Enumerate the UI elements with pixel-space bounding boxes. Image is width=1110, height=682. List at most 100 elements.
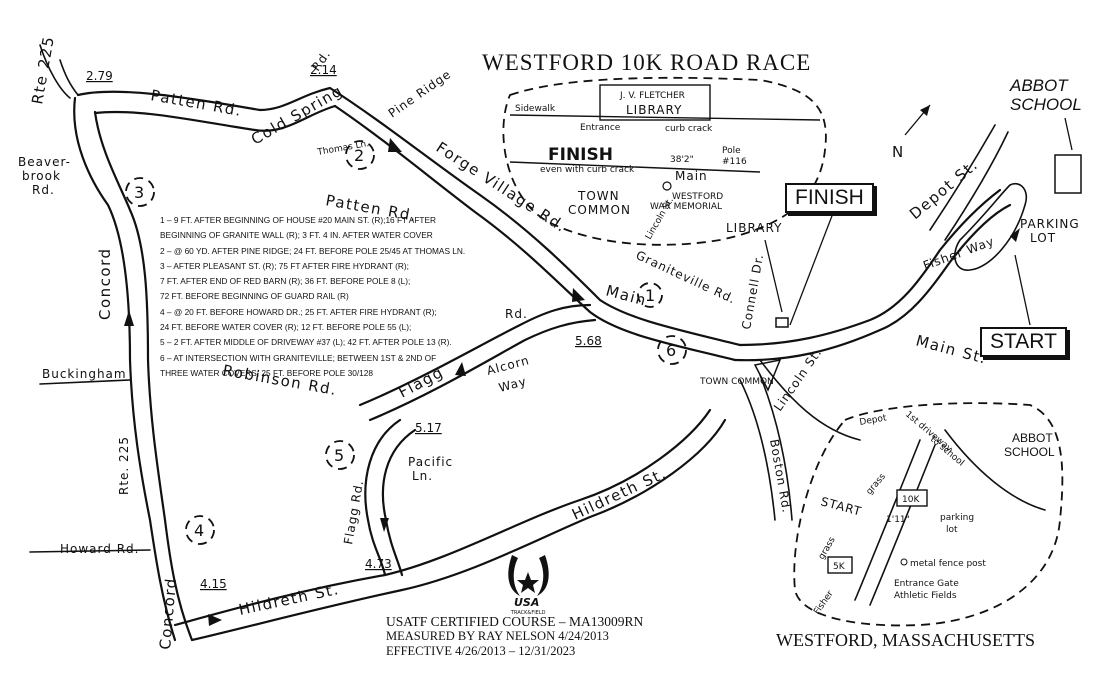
abbot-building — [1054, 154, 1082, 194]
finish-pointer — [789, 207, 836, 326]
label-rte225-top: Rte 225 — [28, 34, 58, 106]
certification: USATF CERTIFIED COURSE – MA13009RN MEASU… — [386, 614, 643, 659]
abbot-line-2: SCHOOL — [1010, 95, 1082, 114]
inset-library-1: J. V. FLETCHER — [619, 91, 685, 101]
inset-library-2: LIBRARY — [626, 103, 682, 117]
logo-sub: TRACK&FIELD — [510, 610, 546, 616]
inset-pole-1: Pole — [722, 146, 741, 156]
inset-10k: 10K — [902, 495, 920, 505]
inset-dist: 1'11" — [886, 515, 910, 525]
abbot-line-1: ABBOT — [1010, 76, 1068, 95]
inset-common-1: TOWN — [577, 189, 620, 203]
library-marker — [775, 317, 789, 328]
library-pointer — [764, 239, 783, 313]
inset-gate-2: Athletic Fields — [894, 591, 957, 601]
inset-curb-crack: curb crack — [665, 124, 713, 134]
location-label: WESTFORD, MASSACHUSETTS — [776, 630, 1036, 650]
inset-main: Main — [675, 169, 708, 183]
inset-fence: metal fence post — [910, 559, 986, 569]
inset-gate-1: Entrance Gate — [894, 579, 959, 589]
inset-finish-note: even with curb crack — [540, 165, 635, 175]
mile-1: 1 — [645, 286, 655, 305]
label-depot: Depot St. — [906, 155, 982, 223]
mile-notes: 1 – 9 FT. AFTER BEGINNING OF HOUSE #20 M… — [160, 213, 495, 381]
inset-grass-1: grass — [865, 472, 888, 497]
mile-5: 5 — [334, 446, 344, 465]
inset-dist: 38'2" — [670, 155, 694, 165]
inset-depot: Depot — [859, 413, 888, 428]
split-517: 5.17 — [415, 421, 442, 435]
label-buckingham: Buckingham — [42, 367, 127, 381]
label-hildreth-right: Hildreth St. — [569, 464, 670, 524]
note-line: 7 FT. AFTER END OF RED BARN (R); 36 FT. … — [160, 276, 411, 287]
north-label: N — [892, 143, 905, 161]
direction-arrows — [124, 138, 1020, 626]
course-roads — [29, 44, 1028, 642]
label-flagg-lower: Flagg Rd. — [341, 479, 366, 546]
inset-parking-1: parking — [940, 513, 974, 523]
label-concord-upper: Concord — [96, 247, 114, 320]
inset-pole-2: #116 — [722, 157, 747, 167]
note-line: 1 – 9 FT. AFTER BEGINNING OF HOUSE #20 M… — [160, 215, 437, 225]
label-library: LIBRARY — [726, 221, 782, 235]
mile-markers: 3 2 1 6 5 4 — [125, 140, 687, 545]
mile-3: 3 — [134, 183, 144, 202]
label-beaverbrook-1: Beaver- — [18, 155, 71, 169]
note-line: 4 – @ 20 FT. BEFORE HOWARD DR.; 25 FT. A… — [160, 306, 437, 317]
note-line: THREE WATER COVERS; 25 FT. BEFORE POLE 3… — [160, 367, 374, 378]
label-parking-1: PARKING — [1020, 217, 1080, 231]
note-line: 24 FT. BEFORE WATER COVER (R); 12 FT. BE… — [160, 322, 412, 333]
mile-6: 6 — [666, 341, 676, 360]
inset-memorial-1: WESTFORD — [672, 192, 723, 202]
label-alcorn-2: Way — [497, 374, 528, 395]
north-arrow-head — [920, 105, 930, 116]
label-rte225-lower: Rte. 225 — [117, 436, 131, 495]
inset-abbot-1: ABBOT — [1012, 431, 1053, 445]
inset-sidewalk: Sidewalk — [515, 104, 556, 114]
label-boston: Boston Rd. — [767, 438, 794, 514]
label-connell: Connell Dr. — [739, 253, 766, 331]
label-beaverbrook-3: Rd. — [32, 183, 55, 197]
abbot-school-label: ABBOT SCHOOL — [1010, 76, 1082, 114]
cert-line-2: MEASURED BY RAY NELSON 4/24/2013 — [386, 629, 609, 643]
inset-entrance: Entrance — [580, 123, 621, 133]
split-214: 2.14 — [310, 63, 337, 77]
note-line: 3 – AFTER PLEASANT ST. (R); 75 FT AFTER … — [160, 260, 409, 271]
note-line: 6 – AT INTERSECTION WITH GRANITEVILLE; B… — [160, 352, 437, 363]
start-box: START — [980, 327, 1067, 357]
mile-2: 2 — [354, 146, 364, 165]
usatf-logo: USA TRACK&FIELD — [508, 555, 549, 616]
inset-to-school: to school — [928, 435, 966, 469]
label-town-common: TOWN COMMON — [699, 377, 774, 387]
inset-5k: 5K — [833, 562, 846, 572]
logo-usa: USA — [514, 596, 539, 609]
label-main-right: Main St. — [914, 331, 989, 367]
note-line: 5 – 2 FT. AFTER MIDDLE OF DRIVEWAY #37 (… — [160, 337, 452, 348]
cert-line-3: EFFECTIVE 4/26/2013 – 12/31/2023 — [386, 644, 576, 658]
label-beaverbrook-2: brook — [22, 169, 61, 183]
town-common-shape — [753, 358, 782, 392]
start-pointer — [1014, 254, 1031, 326]
finish-box: FINISH — [785, 183, 874, 213]
inset-start: START — [819, 494, 863, 518]
start-inset: Depot 1st driveway to school ABBOT SCHOO… — [793, 402, 1064, 627]
page-title: WESTFORD 10K ROAD RACE — [482, 50, 812, 75]
split-279: 2.79 — [86, 69, 113, 83]
inset-memorial-2: WAR MEMORIAL — [650, 202, 722, 212]
inset-finish: FINISH — [548, 145, 613, 165]
label-howard: Howard Rd. — [60, 542, 139, 556]
split-473: 4.73 — [365, 557, 392, 571]
inset-abbot-2: SCHOOL — [1004, 445, 1055, 459]
split-568: 5.68 — [575, 334, 602, 348]
label-pine-ridge: Pine Ridge — [386, 67, 454, 121]
note-line: 72 FT. BEFORE BEGINNING OF GUARD RAIL (R… — [160, 291, 349, 302]
mile-4: 4 — [194, 521, 204, 540]
inset-common-2: COMMON — [568, 203, 631, 217]
label-hildreth-left: Hildreth St. — [237, 580, 341, 619]
label-pacific-1: Pacific — [408, 455, 453, 469]
label-rd-small: Rd. — [505, 307, 528, 321]
split-distances: 2.79 2.14 5.68 5.17 4.73 4.15 — [86, 63, 602, 591]
inset-parking-2: lot — [946, 525, 958, 535]
note-line: 2 – @ 60 YD. AFTER PINE RIDGE; 24 FT. BE… — [160, 245, 466, 256]
